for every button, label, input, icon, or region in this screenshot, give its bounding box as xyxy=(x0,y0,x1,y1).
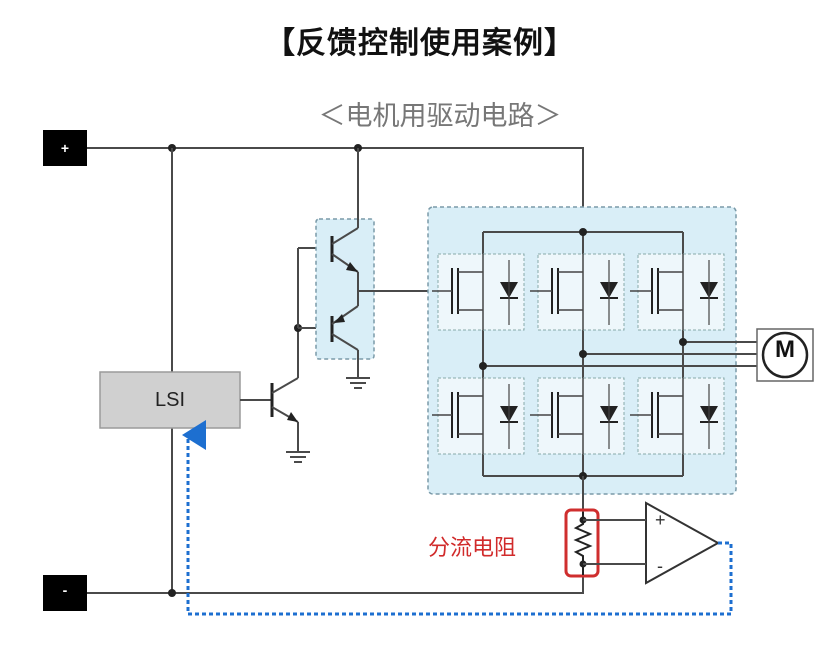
mosfet-cell xyxy=(637,377,725,455)
ground-symbol xyxy=(286,451,310,463)
ground-symbol xyxy=(346,377,370,389)
positive-terminal-label: + xyxy=(60,140,70,156)
negative-rail xyxy=(87,575,584,594)
positive-rail xyxy=(87,147,584,232)
motor-label: M xyxy=(775,336,795,363)
opamp-plus-label: + xyxy=(655,510,666,530)
motor-symbol xyxy=(761,331,809,379)
mosfet-cell xyxy=(537,377,625,455)
gate-driver-panel xyxy=(315,218,375,360)
opamp-minus-label: - xyxy=(657,556,663,576)
positive-terminal xyxy=(43,130,87,166)
feedback-path xyxy=(182,420,733,616)
shunt-resistor-label: 分流电阻 xyxy=(428,536,517,561)
diagram-subtitle: ＜电机用驱动电路＞ xyxy=(318,101,562,132)
negative-terminal-label: - xyxy=(62,582,68,598)
opamp xyxy=(645,501,721,585)
mosfet-cell xyxy=(637,253,725,331)
shunt-resistor-highlight xyxy=(564,508,600,578)
lsi-label: LSI xyxy=(154,389,186,411)
shunt-resistor xyxy=(573,512,593,575)
mosfet-cell xyxy=(437,377,525,455)
mosfet-cell xyxy=(537,253,625,331)
diagram-title: 【反馈控制使用案例】 xyxy=(265,26,575,61)
negative-terminal xyxy=(43,575,87,611)
mosfet-cell xyxy=(437,253,525,331)
